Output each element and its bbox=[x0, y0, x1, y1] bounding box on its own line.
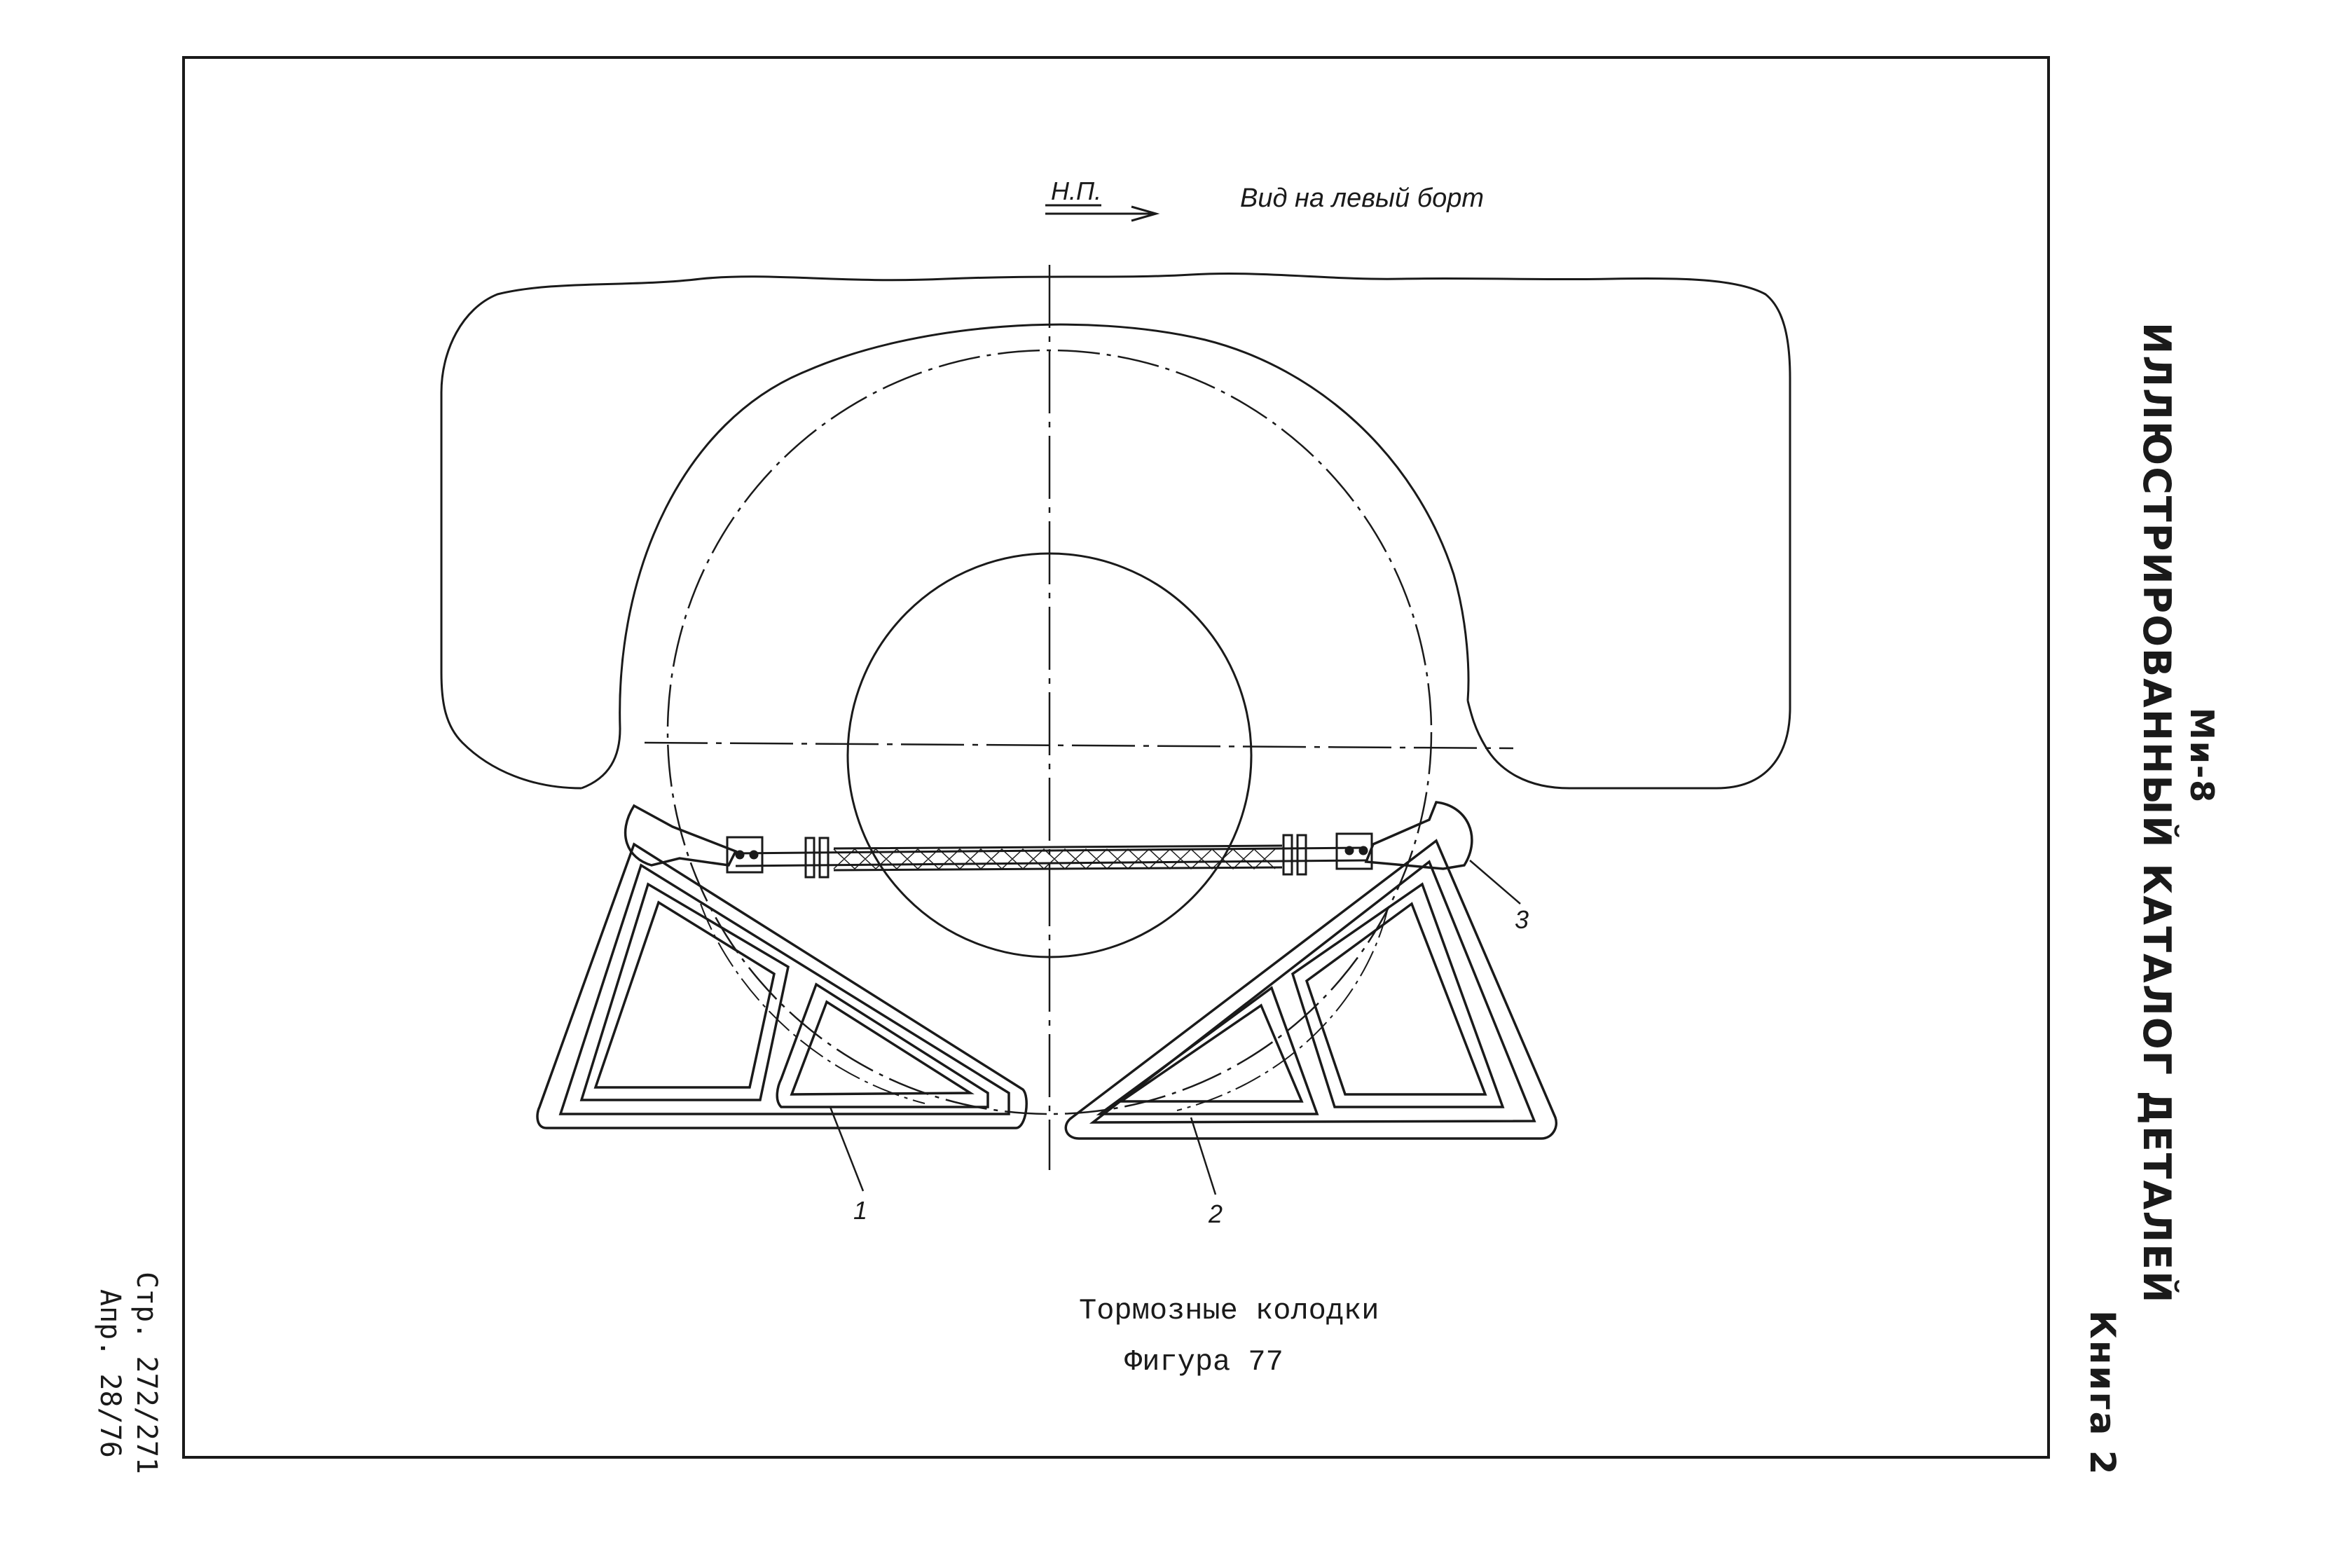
wheel-contact-arc-left bbox=[700, 903, 925, 1104]
figure-number: Фигура 77 bbox=[1124, 1345, 1283, 1379]
model-title: Ми-8 bbox=[2183, 708, 2221, 804]
horizontal-center-line bbox=[644, 741, 1514, 750]
figure-caption: Тормозные колодки bbox=[1079, 1294, 1379, 1328]
rod-end-right bbox=[1335, 832, 1373, 870]
rope-collar-right bbox=[1282, 834, 1293, 876]
revision-date: Апр. 28/76 bbox=[94, 1289, 126, 1458]
page-number: Стр. 272/271 bbox=[130, 1272, 163, 1474]
catalog-title: ИЛЛЮСТРИРОВАННЫЙ КАТАЛОГ ДЕТАЛЕЙ bbox=[2135, 322, 2179, 1305]
connecting-rod bbox=[726, 832, 1373, 879]
view-label: Вид на левый борт bbox=[1240, 184, 1484, 213]
callout-1: 1 bbox=[853, 1196, 867, 1225]
direction-label: Н.П. bbox=[1051, 177, 1101, 205]
rope-collar-right-2 bbox=[1296, 834, 1307, 876]
direction-arrow bbox=[1045, 205, 1160, 222]
callout-3: 3 bbox=[1515, 905, 1529, 934]
callout-2: 2 bbox=[1208, 1199, 1223, 1228]
brake-chock-left bbox=[536, 804, 1028, 1129]
book-label: Книга 2 bbox=[2082, 1310, 2123, 1476]
callout-leaders bbox=[829, 860, 1521, 1195]
rope-collar-left bbox=[804, 837, 815, 879]
braided-rope bbox=[833, 844, 1283, 872]
rope-weave bbox=[833, 848, 1276, 870]
brake-chock-right bbox=[1064, 801, 1557, 1140]
rope-collar-left-2 bbox=[818, 837, 830, 879]
fuselage-outline bbox=[440, 273, 1791, 790]
wheel-fender-arc bbox=[619, 323, 1470, 729]
wheel-contact-arc-right bbox=[1176, 910, 1388, 1111]
fender-bottom-edge bbox=[581, 728, 621, 790]
rod-end-left bbox=[726, 836, 764, 874]
drawing-frame bbox=[182, 56, 2050, 1459]
